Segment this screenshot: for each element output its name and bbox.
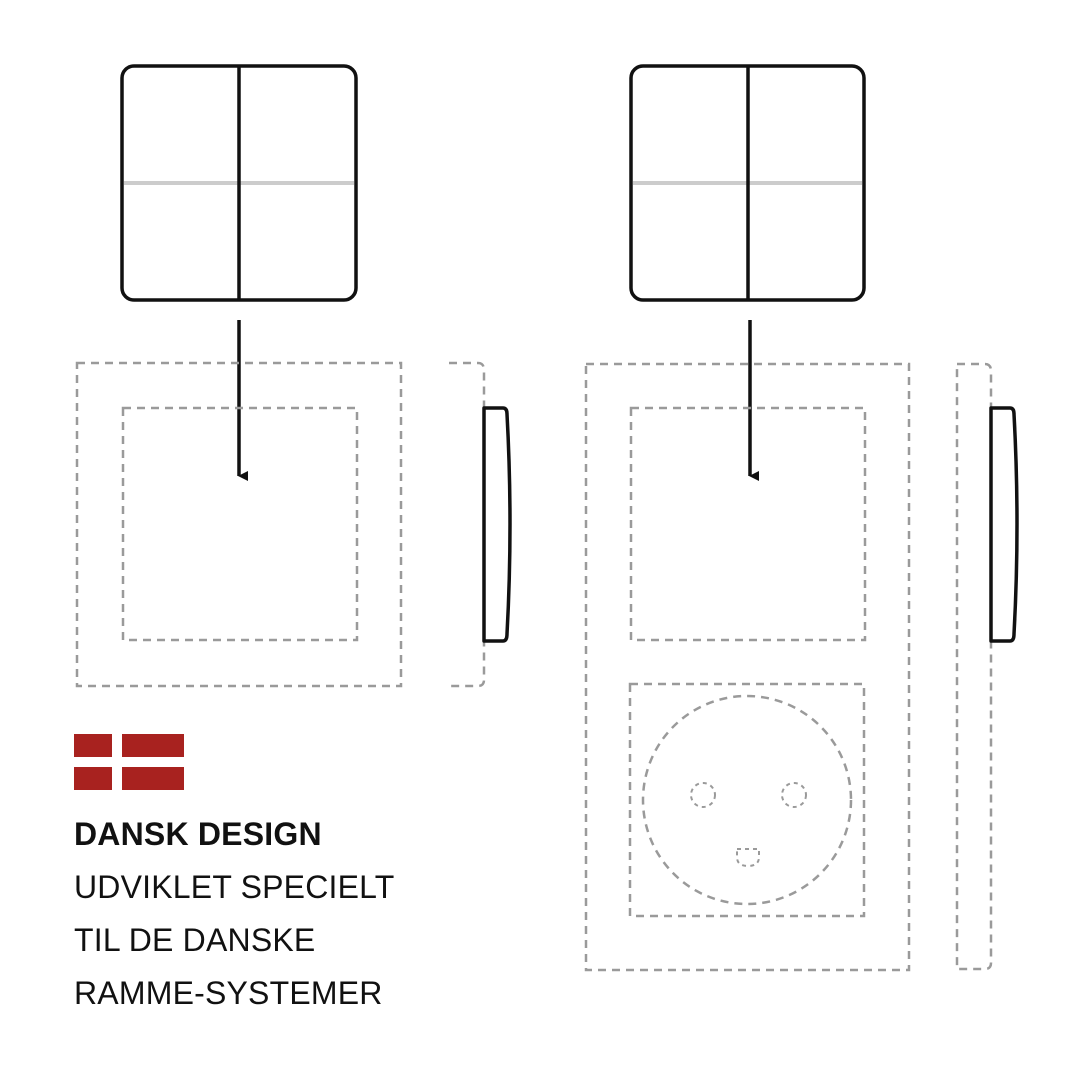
- socket-earth-hole: [736, 848, 760, 868]
- right-frame-lower-slot: [628, 682, 866, 918]
- danish-socket-icon: [641, 694, 853, 906]
- caption-line-1: UDVIKLET SPECIELT: [74, 869, 395, 905]
- left-switch-module: [120, 64, 358, 302]
- caption-block: DANSK DESIGN UDVIKLET SPECIELT TIL DE DA…: [74, 808, 395, 1020]
- socket-left-pin-hole: [690, 782, 716, 808]
- caption-heading: DANSK DESIGN: [74, 816, 322, 852]
- right-assembly: [584, 64, 1019, 972]
- right-frame-upper-slot: [629, 406, 867, 642]
- left-frame-profile: [449, 361, 486, 688]
- socket-right-pin-hole: [781, 782, 807, 808]
- left-frame-outer: [75, 361, 403, 688]
- right-switch-profile: [989, 406, 1019, 643]
- right-frame-outer: [584, 362, 911, 972]
- left-frame: [75, 361, 403, 688]
- left-frame-inner-slot: [121, 406, 359, 642]
- left-assembly: [75, 64, 512, 688]
- right-side-profile: [955, 362, 1019, 971]
- socket-outline: [641, 694, 853, 906]
- danish-flag-icon: [74, 734, 184, 790]
- left-side-profile: [449, 361, 512, 688]
- caption-line-3: RAMME-SYSTEMER: [74, 975, 383, 1011]
- right-frame: [584, 362, 911, 972]
- flag-cross-horizontal: [74, 757, 184, 767]
- caption-line-2: TIL DE DANSKE: [74, 922, 316, 958]
- left-switch-profile: [482, 406, 512, 643]
- right-frame-profile: [955, 362, 993, 971]
- right-switch-module: [629, 64, 866, 302]
